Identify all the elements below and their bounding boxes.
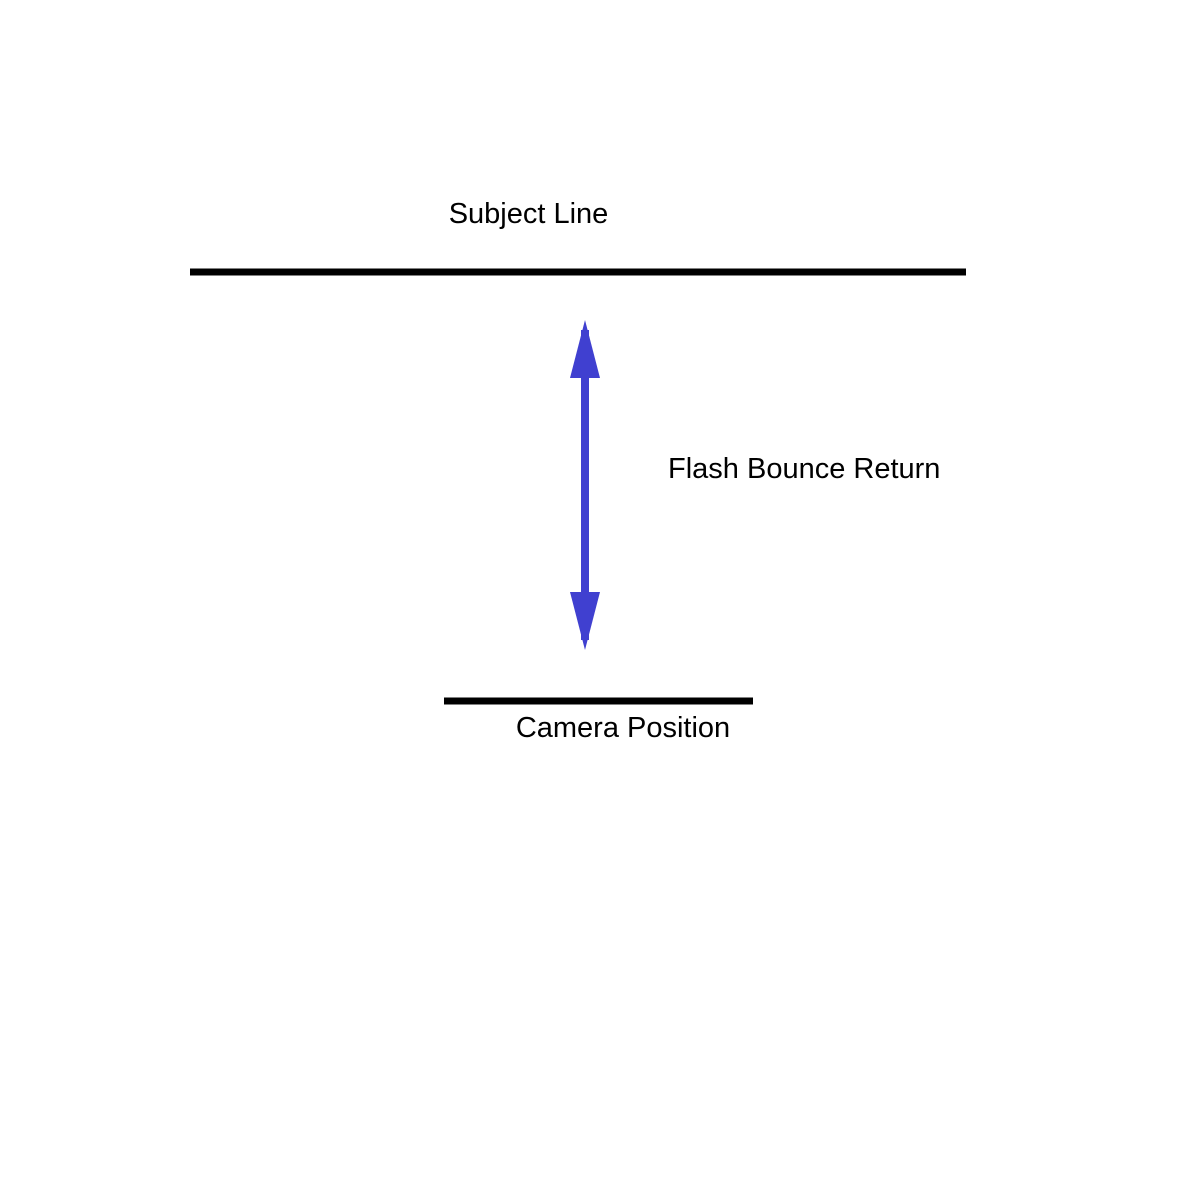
flash-bounce-return-label: Flash Bounce Return [668,453,941,485]
subject-line-label: Subject Line [448,198,609,230]
flash-bounce-arrowhead-down [570,592,600,650]
camera-position-label: Camera Position [515,712,731,744]
flash-bounce-double-arrow [570,320,600,650]
flash-bounce-arrowhead-up [570,320,600,378]
